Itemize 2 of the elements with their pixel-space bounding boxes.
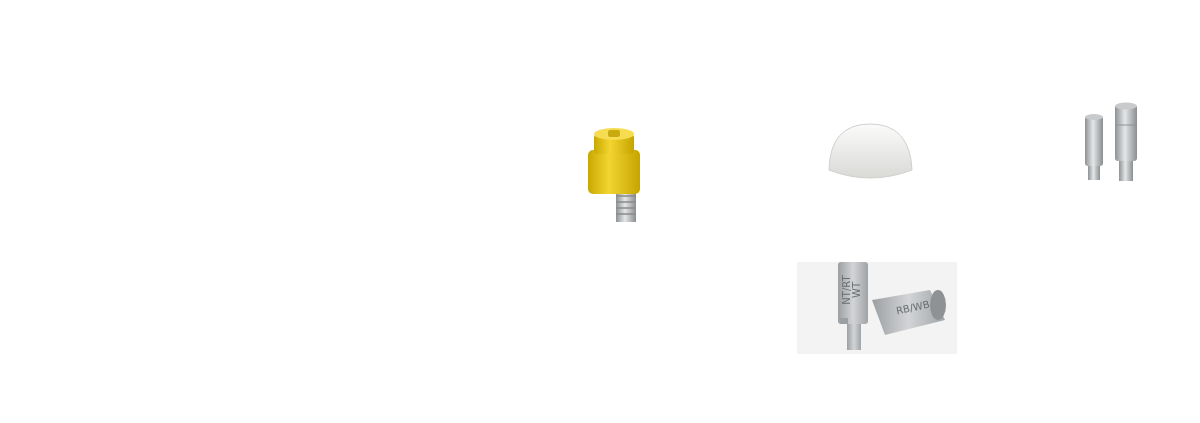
engraved-text: RB/WB <box>895 299 931 317</box>
engraved-text: NT/RT WT <box>842 274 862 307</box>
